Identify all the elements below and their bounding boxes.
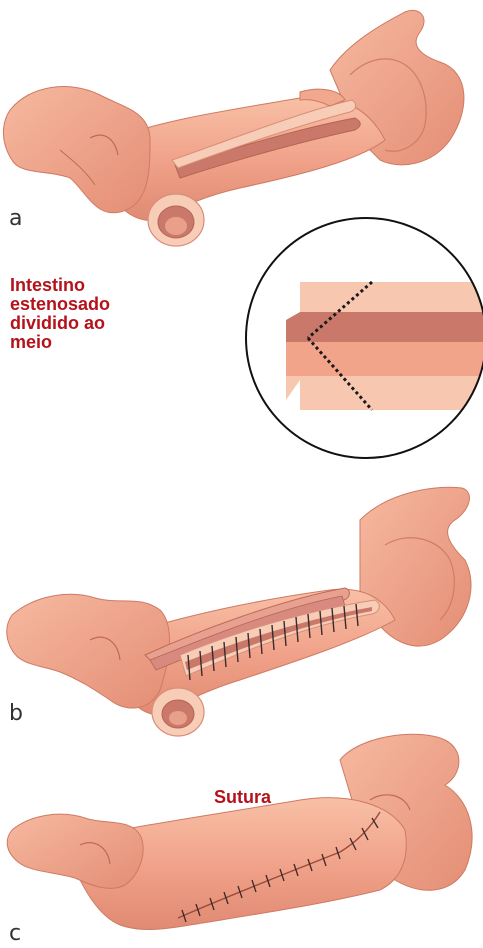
- callout-line: dividido ao: [10, 314, 170, 333]
- panel-label-c: c: [9, 923, 21, 945]
- panel-c-left-coil: [7, 814, 143, 888]
- panel-b-left-coil: [7, 594, 170, 708]
- panel-c-intestine: [7, 734, 472, 929]
- detail-wall-bottom: [286, 376, 483, 410]
- panel-label-b: b: [9, 703, 23, 725]
- callout-divided-intestine: Intestino estenosado dividido ao meio: [10, 276, 170, 352]
- callout-line: estenosado: [10, 295, 170, 314]
- panel-b-cut-end: [152, 688, 204, 736]
- callout-line: Intestino: [10, 276, 170, 295]
- panel-label-a: a: [9, 208, 22, 230]
- detail-wall-top: [286, 282, 483, 312]
- panel-a-cut-end: [148, 194, 204, 246]
- panel-a-intestine: [3, 10, 464, 246]
- detail-lumen: [286, 312, 483, 342]
- panel-b-intestine: [7, 487, 471, 736]
- detail-wall-mid: [286, 342, 483, 376]
- panel-a-tube-body: [110, 97, 385, 221]
- panel-a-left-coil: [3, 87, 150, 213]
- callout-line: meio: [10, 333, 170, 352]
- callout-suture: Sutura: [214, 788, 271, 807]
- detail-magnifier: [246, 218, 483, 458]
